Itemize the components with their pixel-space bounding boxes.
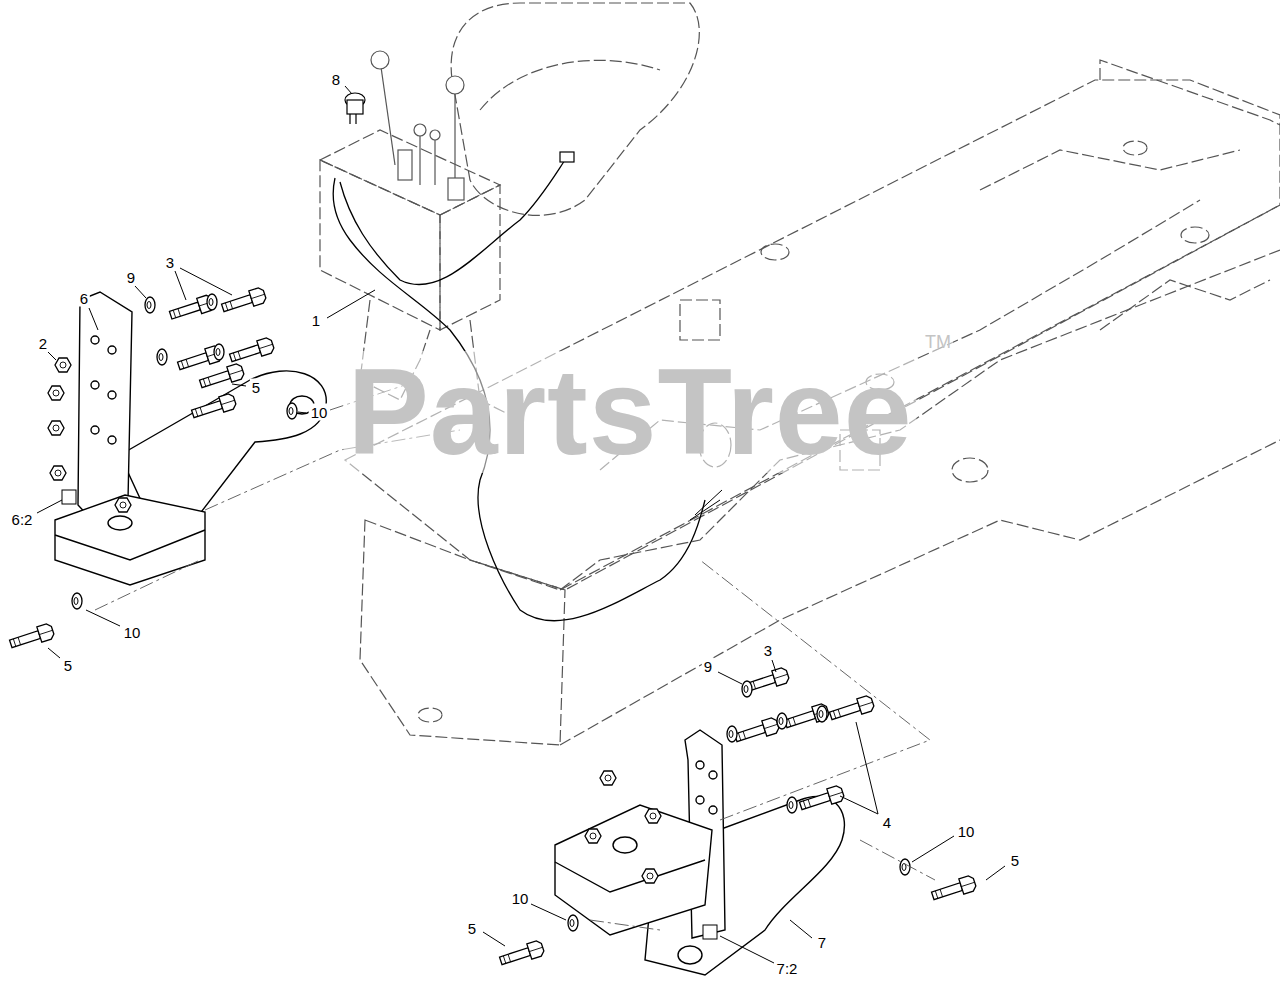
callout-number: 6 — [78, 290, 90, 307]
callout-number: 10 — [122, 624, 143, 641]
callout-number: 10 — [510, 890, 531, 907]
callout-number: 9 — [125, 269, 137, 286]
callout-number: 10 — [309, 404, 330, 421]
callout-number: 5 — [466, 920, 478, 937]
callout-number: 7:2 — [775, 960, 800, 977]
callout-number: 10 — [956, 823, 977, 840]
callout-number: 8 — [330, 71, 342, 88]
callout-number: 1 — [310, 312, 322, 329]
watermark: PartsTree — [343, 351, 916, 473]
callout-number: 7 — [816, 934, 828, 951]
callout-number: 3 — [762, 642, 774, 659]
callout-number: 9 — [702, 658, 714, 675]
callout-number: 5 — [62, 657, 74, 674]
callout-number: 5 — [250, 379, 262, 396]
callout-number: 6:2 — [10, 511, 35, 528]
callout-number: 5 — [1009, 852, 1021, 869]
callout-number: 3 — [164, 254, 176, 271]
callout-number: 4 — [881, 814, 893, 831]
callout-number: 2 — [37, 335, 49, 352]
trademark-mark: TM — [923, 332, 953, 352]
